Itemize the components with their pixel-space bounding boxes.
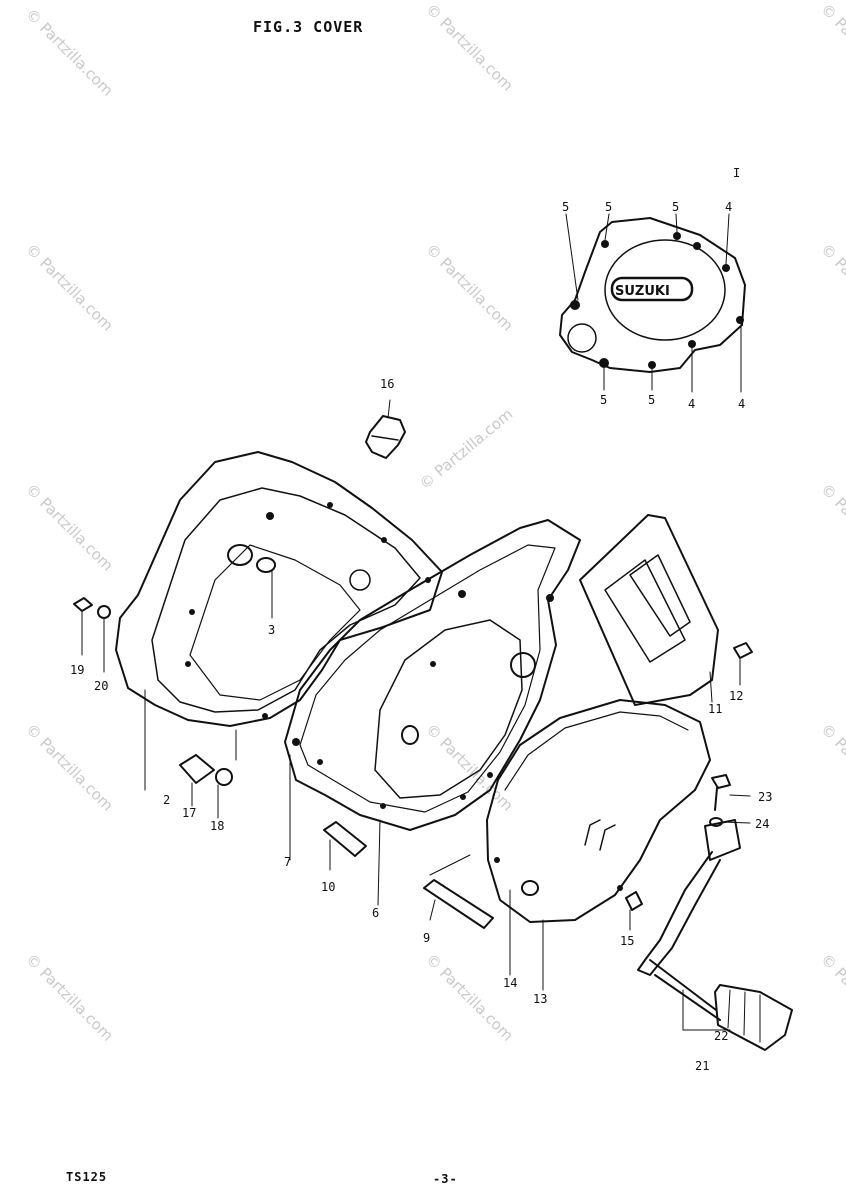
gasket-18 (215, 768, 233, 786)
callout-16: 16 (380, 377, 394, 391)
bolt-23-shank (714, 787, 718, 811)
watermark: © Partzilla.com (22, 950, 117, 1045)
screw-10 (323, 821, 367, 857)
watermark: © Partzilla.com (22, 240, 117, 335)
model-code: TS125 (66, 1170, 108, 1184)
watermark: © Partzilla.com (817, 720, 846, 815)
screw-9 (423, 879, 494, 929)
callout-6: 6 (372, 906, 379, 920)
callout-9: 9 (423, 931, 430, 945)
sprocket-cover (579, 514, 719, 706)
callout-20: 20 (94, 679, 108, 693)
bolt-23 (711, 774, 731, 789)
watermarks: © Partzilla.com © Partzilla.com © Partzi… (22, 0, 846, 1045)
screw-12 (733, 642, 753, 659)
callout-12: 12 (729, 689, 743, 703)
cover-gasket (284, 519, 581, 831)
callout-22: 22 (714, 1029, 728, 1043)
suzuki-logo: SUZUKI (615, 284, 670, 299)
watermark: © Partzilla.com (22, 480, 117, 575)
callout-17: 17 (182, 806, 196, 820)
watermark: © Partzilla.com (416, 405, 516, 493)
callout-3: 3 (268, 623, 275, 637)
watermark: © Partzilla.com (22, 5, 117, 100)
callout-5: 5 (648, 393, 655, 407)
watermark: © Partzilla.com (422, 240, 517, 335)
callout-24: 24 (755, 817, 769, 831)
magneto-cover (486, 699, 711, 923)
callout-2: 2 (163, 793, 170, 807)
clutch-cover-assembly-inset: SUZUKI (559, 213, 746, 393)
callout-labels: I 5 5 5 4 5 5 4 4 16 3 19 20 2 17 18 7 1… (70, 166, 772, 1073)
variant-mark: I (733, 166, 740, 180)
drain-plug-17 (179, 754, 215, 784)
page-number: -3- (433, 1172, 458, 1186)
figure-title: FIG.3 COVER (253, 18, 364, 36)
watermark: © Partzilla.com (817, 950, 846, 1045)
callout-19: 19 (70, 663, 84, 677)
watermark: © Partzilla.com (817, 240, 846, 335)
callout-23: 23 (758, 790, 772, 804)
callout-7: 7 (284, 855, 291, 869)
watermark: © Partzilla.com (817, 480, 846, 575)
screw-19 (73, 597, 93, 612)
callout-5: 5 (605, 200, 612, 214)
leader-lines (81, 569, 751, 1031)
callout-11: 11 (708, 702, 722, 716)
watermark: © Partzilla.com (422, 0, 517, 95)
small-hardware (73, 597, 753, 929)
callout-5: 5 (562, 200, 569, 214)
callout-4: 4 (738, 397, 745, 411)
kick-pedal-rubber (714, 984, 793, 1051)
callout-4: 4 (688, 397, 695, 411)
kick-starter-lever (637, 819, 741, 1021)
callout-10: 10 (321, 880, 335, 894)
callout-5: 5 (672, 200, 679, 214)
screw-15 (625, 891, 643, 911)
callout-5: 5 (600, 393, 607, 407)
callout-13: 13 (533, 992, 547, 1006)
callout-18: 18 (210, 819, 224, 833)
callout-14: 14 (503, 976, 517, 990)
right-crankcase-cover (115, 451, 443, 727)
watermark: © Partzilla.com (22, 720, 117, 815)
washer-20 (97, 605, 111, 619)
callout-21: 21 (695, 1059, 709, 1073)
callout-4: 4 (725, 200, 732, 214)
oil-filler-cap (365, 399, 406, 459)
callout-15: 15 (620, 934, 634, 948)
watermark: © Partzilla.com (817, 0, 846, 95)
watermark: © Partzilla.com (422, 950, 517, 1045)
